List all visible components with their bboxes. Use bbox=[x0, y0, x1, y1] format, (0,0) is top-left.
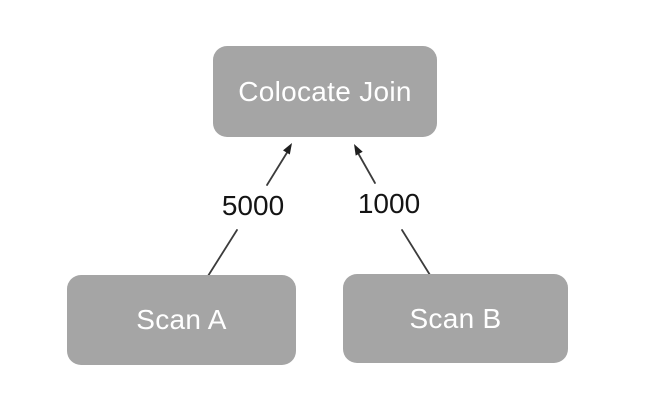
node-scan-a-label: Scan A bbox=[136, 304, 227, 335]
edge-left-cardinality-label: 5000 bbox=[221, 190, 285, 221]
node-scan-a: Scan A bbox=[67, 275, 296, 365]
node-scan-b-label: Scan B bbox=[409, 302, 502, 334]
edge-right-upper-segment bbox=[357, 152, 376, 184]
edge-right-arrowhead-icon bbox=[354, 144, 363, 156]
node-scan-b: Scan B bbox=[343, 274, 568, 363]
edge-right-cardinality-label: 1000 bbox=[357, 188, 421, 219]
node-colocate-join-label: Colocate Join bbox=[238, 75, 412, 107]
edge-left-upper-segment bbox=[266, 150, 289, 186]
node-colocate-join: Colocate Join bbox=[213, 46, 437, 137]
edge-right-lower-segment bbox=[401, 229, 431, 276]
edge-left-lower-segment bbox=[207, 229, 238, 277]
edge-left-arrowhead-icon bbox=[283, 143, 292, 155]
